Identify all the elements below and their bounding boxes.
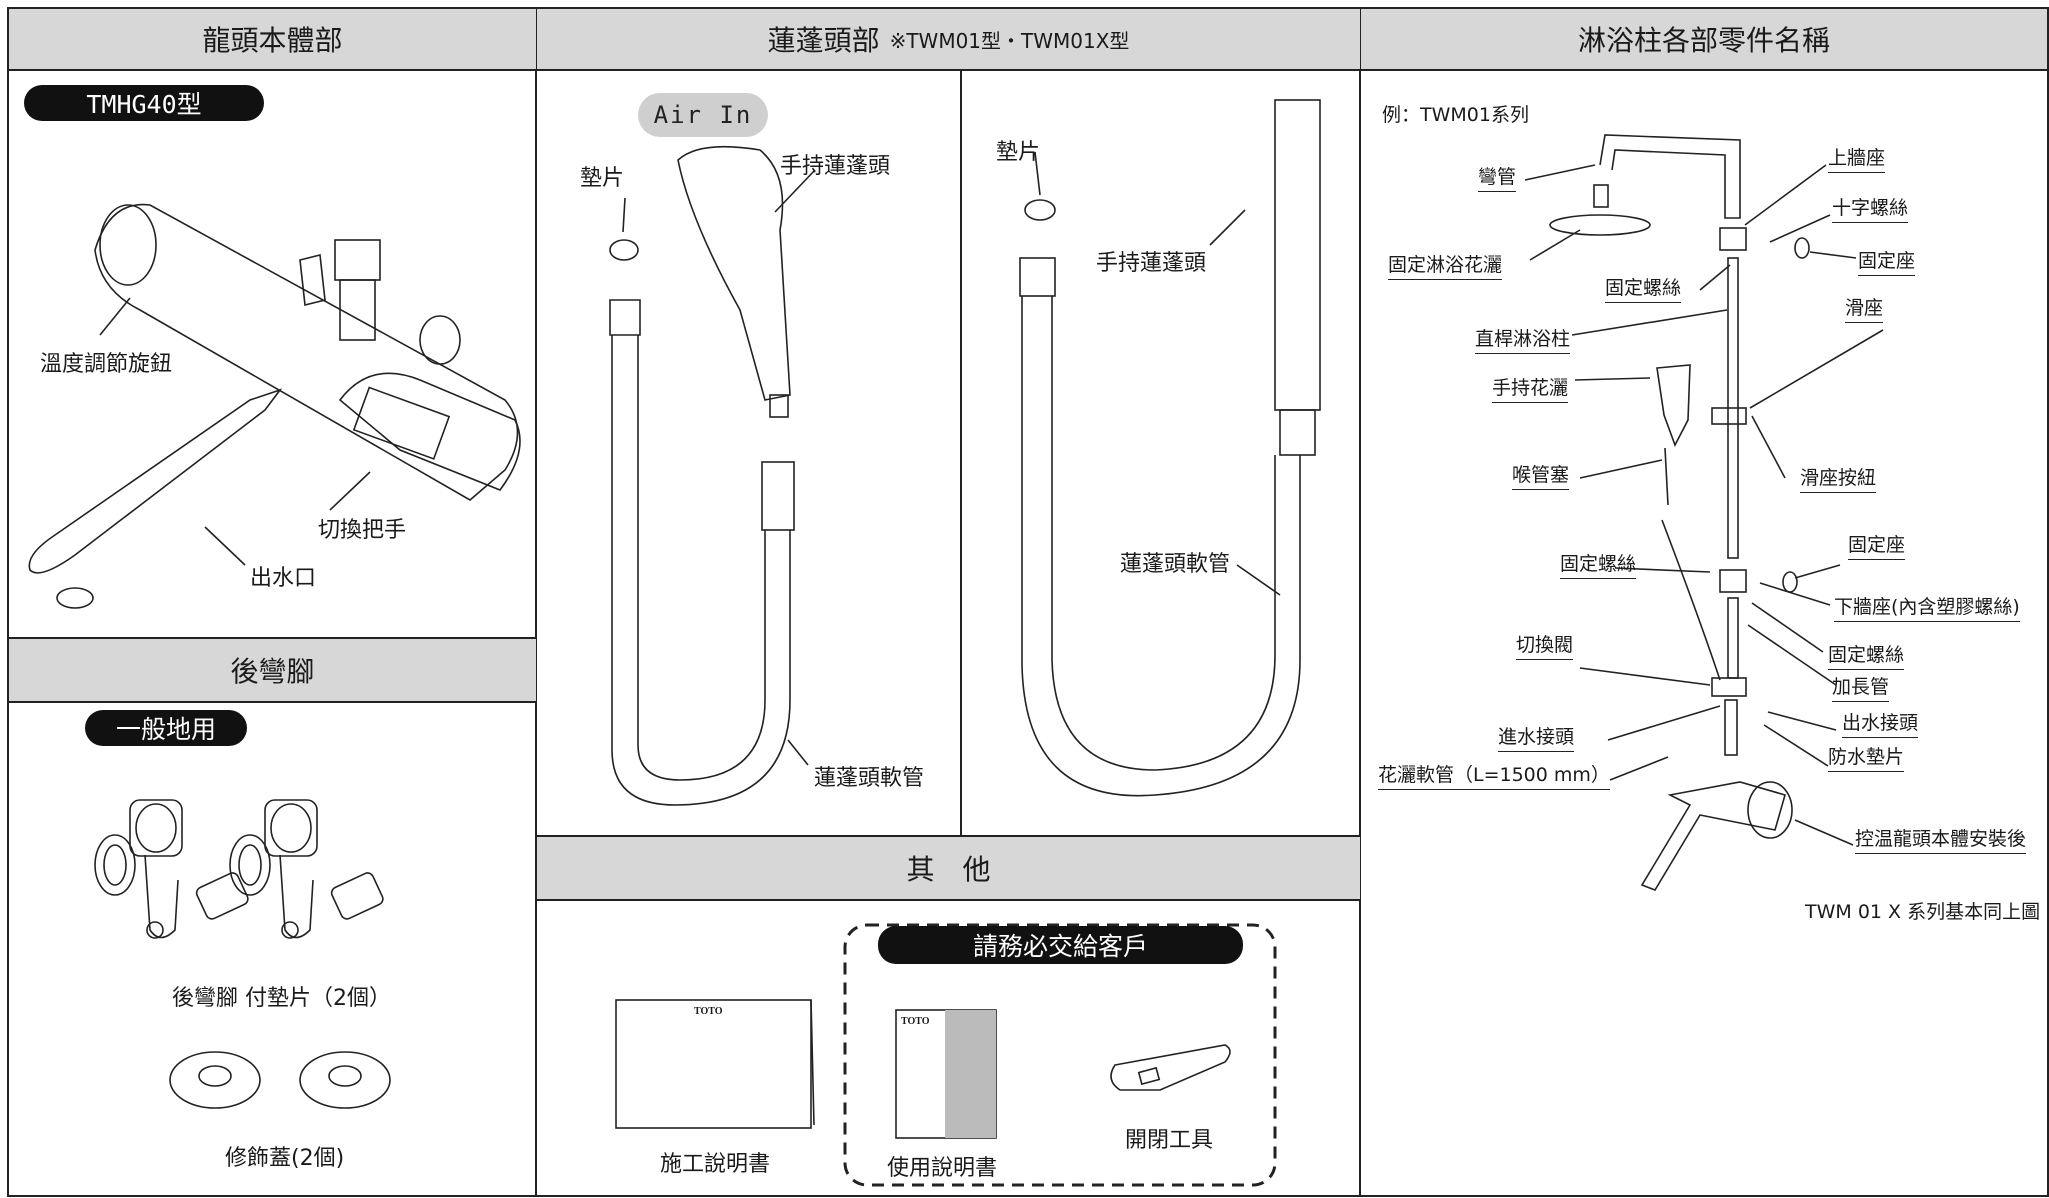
spout-label: 出水口: [250, 566, 317, 591]
straight-column-label: 直桿淋浴柱: [1475, 324, 1571, 354]
cover-illustration: [169, 1051, 391, 1109]
bend-pipe-label: 彎管: [1478, 162, 1517, 192]
slide-seat-label: 滑座: [1845, 293, 1884, 323]
air-in-label: Air In: [653, 101, 753, 129]
temp-knob-label: 溫度調節旋鈕: [40, 352, 173, 377]
model-pill-label: TMHG40型: [86, 90, 202, 119]
tool-label: 開閉工具: [1125, 1128, 1214, 1153]
fixed-seat-2-label: 固定座: [1848, 530, 1906, 560]
waterproof-gasket-label: 防水墊片: [1828, 742, 1905, 772]
inlet-joint-label: 進水接頭: [1498, 722, 1575, 752]
must-deliver-pill: 請務必交給客戶: [878, 926, 1243, 964]
cross-screw-label: 十字螺絲: [1832, 193, 1909, 223]
fixed-screw-1-label: 固定螺絲: [1605, 273, 1682, 303]
switch-valve-label: 切換閥: [1516, 630, 1574, 660]
header-shower-section: 蓮蓬頭部 ※TWM01型・TWM01X型: [537, 9, 1360, 71]
usage-pill-label: 一般地用: [115, 715, 216, 744]
outlet-joint-label: 出水接頭: [1842, 708, 1919, 738]
header-elbow-section: 後彎腳: [9, 639, 536, 703]
upper-wall-seat-label: 上牆座: [1828, 143, 1886, 173]
switch-handle-label: 切換把手: [318, 518, 407, 543]
fixed-screw-3-label: 固定螺絲: [1828, 640, 1905, 670]
shower-column-illustration: [1524, 134, 1884, 891]
must-deliver-label: 請務必交給客戶: [972, 932, 1148, 961]
gasket-right-label: 墊片: [996, 140, 1041, 165]
header-shower-note: ※TWM01型・TWM01X型: [889, 28, 1130, 53]
hand-shower-label: 手持花灑: [1492, 373, 1569, 403]
extension-pipe-label: 加長管: [1832, 672, 1890, 702]
throat-plug-label: 喉管塞: [1512, 460, 1570, 490]
example-label: 例：TWM01系列: [1382, 104, 1529, 126]
install-manual-label: 施工說明書: [660, 1152, 771, 1177]
lower-wall-seat-label: 下牆座(內含塑膠螺絲): [1834, 592, 2020, 622]
fixed-screw-2-label: 固定螺絲: [1560, 549, 1637, 579]
model-pill: TMHG40型: [24, 85, 264, 121]
header-column-label: 淋浴柱各部零件名稱: [1577, 24, 1830, 57]
header-body-section: 龍頭本體部: [9, 9, 536, 71]
handshower-right-label: 手持蓮蓬頭: [1096, 251, 1207, 276]
user-manual-label: 使用說明書: [887, 1156, 998, 1181]
gasket-left-label: 墊片: [580, 166, 625, 191]
fixed-shower-head-label: 固定淋浴花灑: [1388, 250, 1503, 280]
header-shower-label: 蓮蓬頭部: [767, 24, 880, 57]
cover-caption: 修飾蓋(2個): [225, 1146, 345, 1171]
elbow-illustration: [94, 799, 384, 939]
toto-logo-install: TOTO: [694, 1006, 723, 1017]
handshower-left-label: 手持蓮蓬頭: [780, 154, 891, 179]
header-other-label: 其 他: [906, 853, 991, 886]
hose-left-label: 蓮蓬頭軟管: [814, 766, 925, 791]
toto-logo-user: TOTO: [901, 1016, 930, 1027]
elbow-caption: 後彎腳 付墊片（2個）: [172, 986, 391, 1011]
handshower-right-illustration: [1019, 99, 1321, 797]
header-elbow-label: 後彎腳: [230, 655, 315, 688]
slide-button-label: 滑座按紐: [1800, 463, 1877, 493]
fixed-seat-1-label: 固定座: [1858, 246, 1916, 276]
header-column-section: 淋浴柱各部零件名稱: [1361, 9, 2047, 71]
after-install-label: 控温龍頭本體安裝後: [1855, 824, 2027, 854]
shower-hose-label: 花灑軟管（L=1500 mm）: [1378, 760, 1610, 790]
handshower-left-illustration: [609, 145, 816, 806]
header-body-label: 龍頭本體部: [202, 24, 343, 57]
hose-right-label: 蓮蓬頭軟管: [1120, 552, 1231, 577]
twm01x-note: TWM 01 X 系列基本同上圖: [1805, 901, 2041, 923]
usage-pill: 一般地用: [85, 710, 247, 746]
air-in-badge: Air In: [638, 93, 768, 137]
faucet-body-illustration: [28, 203, 521, 609]
header-other-section: 其 他: [537, 837, 1360, 901]
